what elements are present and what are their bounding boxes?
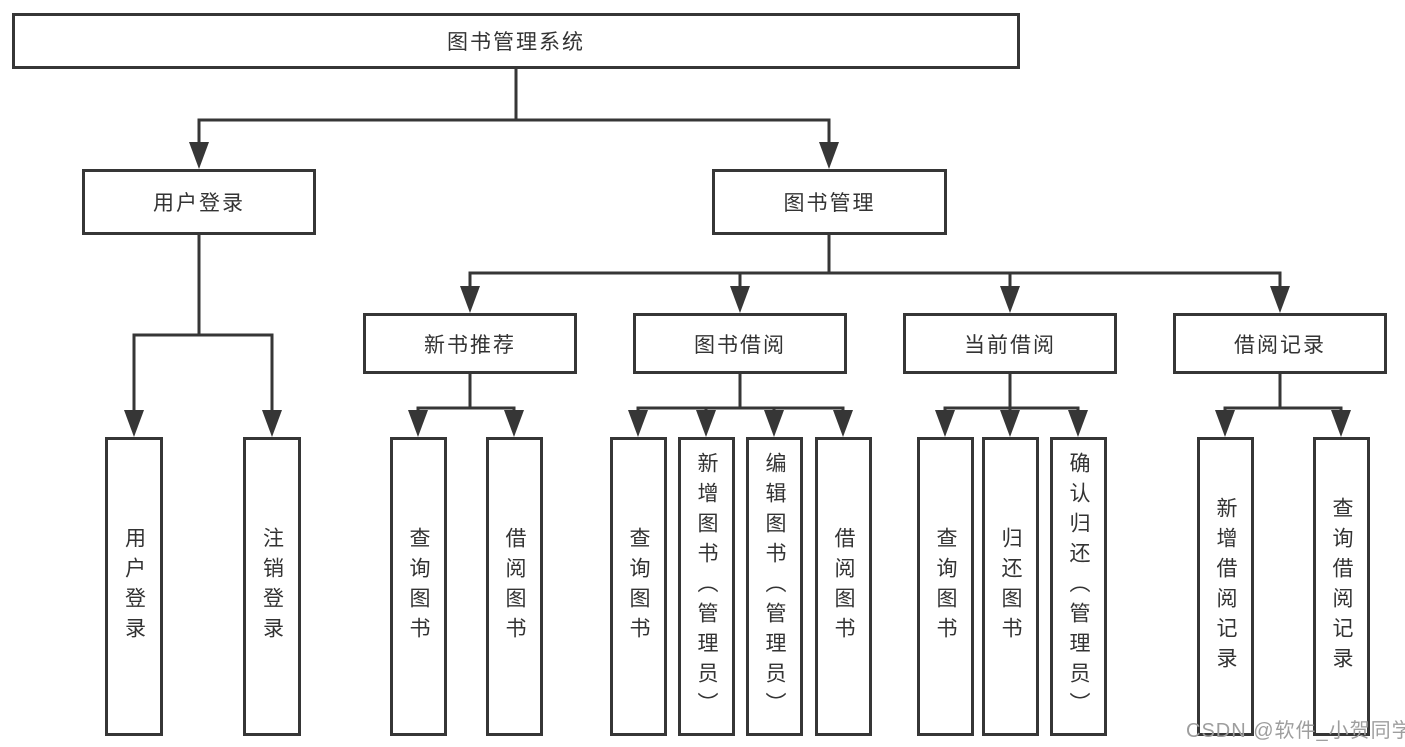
leaf-newbook-borrow-book-label: 借阅图书 bbox=[503, 526, 526, 647]
leaf-newbook-borrow-book: 借阅图书 bbox=[486, 437, 543, 736]
leaf-logout-login: 注销登录 bbox=[243, 437, 301, 736]
node-borrowing-records: 借阅记录 bbox=[1173, 313, 1387, 374]
watermark-text: CSDN @软件_小贺同学 bbox=[1186, 720, 1405, 742]
leaf-bb-add-book-admin-label: 新增图书（管理员） bbox=[695, 451, 718, 722]
leaf-br-add-record-label: 新增借阅记录 bbox=[1214, 496, 1237, 677]
leaf-cb-confirm-return-admin: 确认归还（管理员） bbox=[1050, 437, 1107, 736]
leaf-cb-return-book: 归还图书 bbox=[982, 437, 1039, 736]
leaf-newbook-query-book-label: 查询图书 bbox=[407, 526, 430, 647]
node-new-book-recommend: 新书推荐 bbox=[363, 313, 577, 374]
node-current-borrowing: 当前借阅 bbox=[903, 313, 1117, 374]
leaf-user-login: 用户登录 bbox=[105, 437, 163, 736]
leaf-user-login-label: 用户登录 bbox=[122, 526, 146, 647]
node-root: 图书管理系统 bbox=[12, 13, 1020, 69]
arrowhead-icons bbox=[124, 142, 1351, 437]
leaf-bb-borrow-book-label: 借阅图书 bbox=[832, 526, 855, 647]
node-user-login: 用户登录 bbox=[82, 169, 316, 235]
node-book-borrowing: 图书借阅 bbox=[633, 313, 847, 374]
node-book-management: 图书管理 bbox=[712, 169, 947, 235]
leaf-bb-add-book-admin: 新增图书（管理员） bbox=[678, 437, 735, 736]
leaf-cb-return-book-label: 归还图书 bbox=[999, 526, 1022, 647]
leaf-br-add-record: 新增借阅记录 bbox=[1197, 437, 1254, 736]
leaf-cb-query-book: 查询图书 bbox=[917, 437, 974, 736]
leaf-br-query-record-label: 查询借阅记录 bbox=[1330, 496, 1353, 677]
leaf-bb-query-book-label: 查询图书 bbox=[627, 526, 650, 647]
leaf-br-query-record: 查询借阅记录 bbox=[1313, 437, 1370, 736]
leaf-cb-confirm-return-admin-label: 确认归还（管理员） bbox=[1067, 451, 1090, 722]
leaf-cb-query-book-label: 查询图书 bbox=[934, 526, 957, 647]
leaf-bb-query-book: 查询图书 bbox=[610, 437, 667, 736]
leaf-newbook-query-book: 查询图书 bbox=[390, 437, 447, 736]
leaf-bb-borrow-book: 借阅图书 bbox=[815, 437, 872, 736]
leaf-bb-edit-book-admin: 编辑图书（管理员） bbox=[746, 437, 803, 736]
leaf-logout-login-label: 注销登录 bbox=[260, 526, 284, 647]
leaf-bb-edit-book-admin-label: 编辑图书（管理员） bbox=[763, 451, 786, 722]
